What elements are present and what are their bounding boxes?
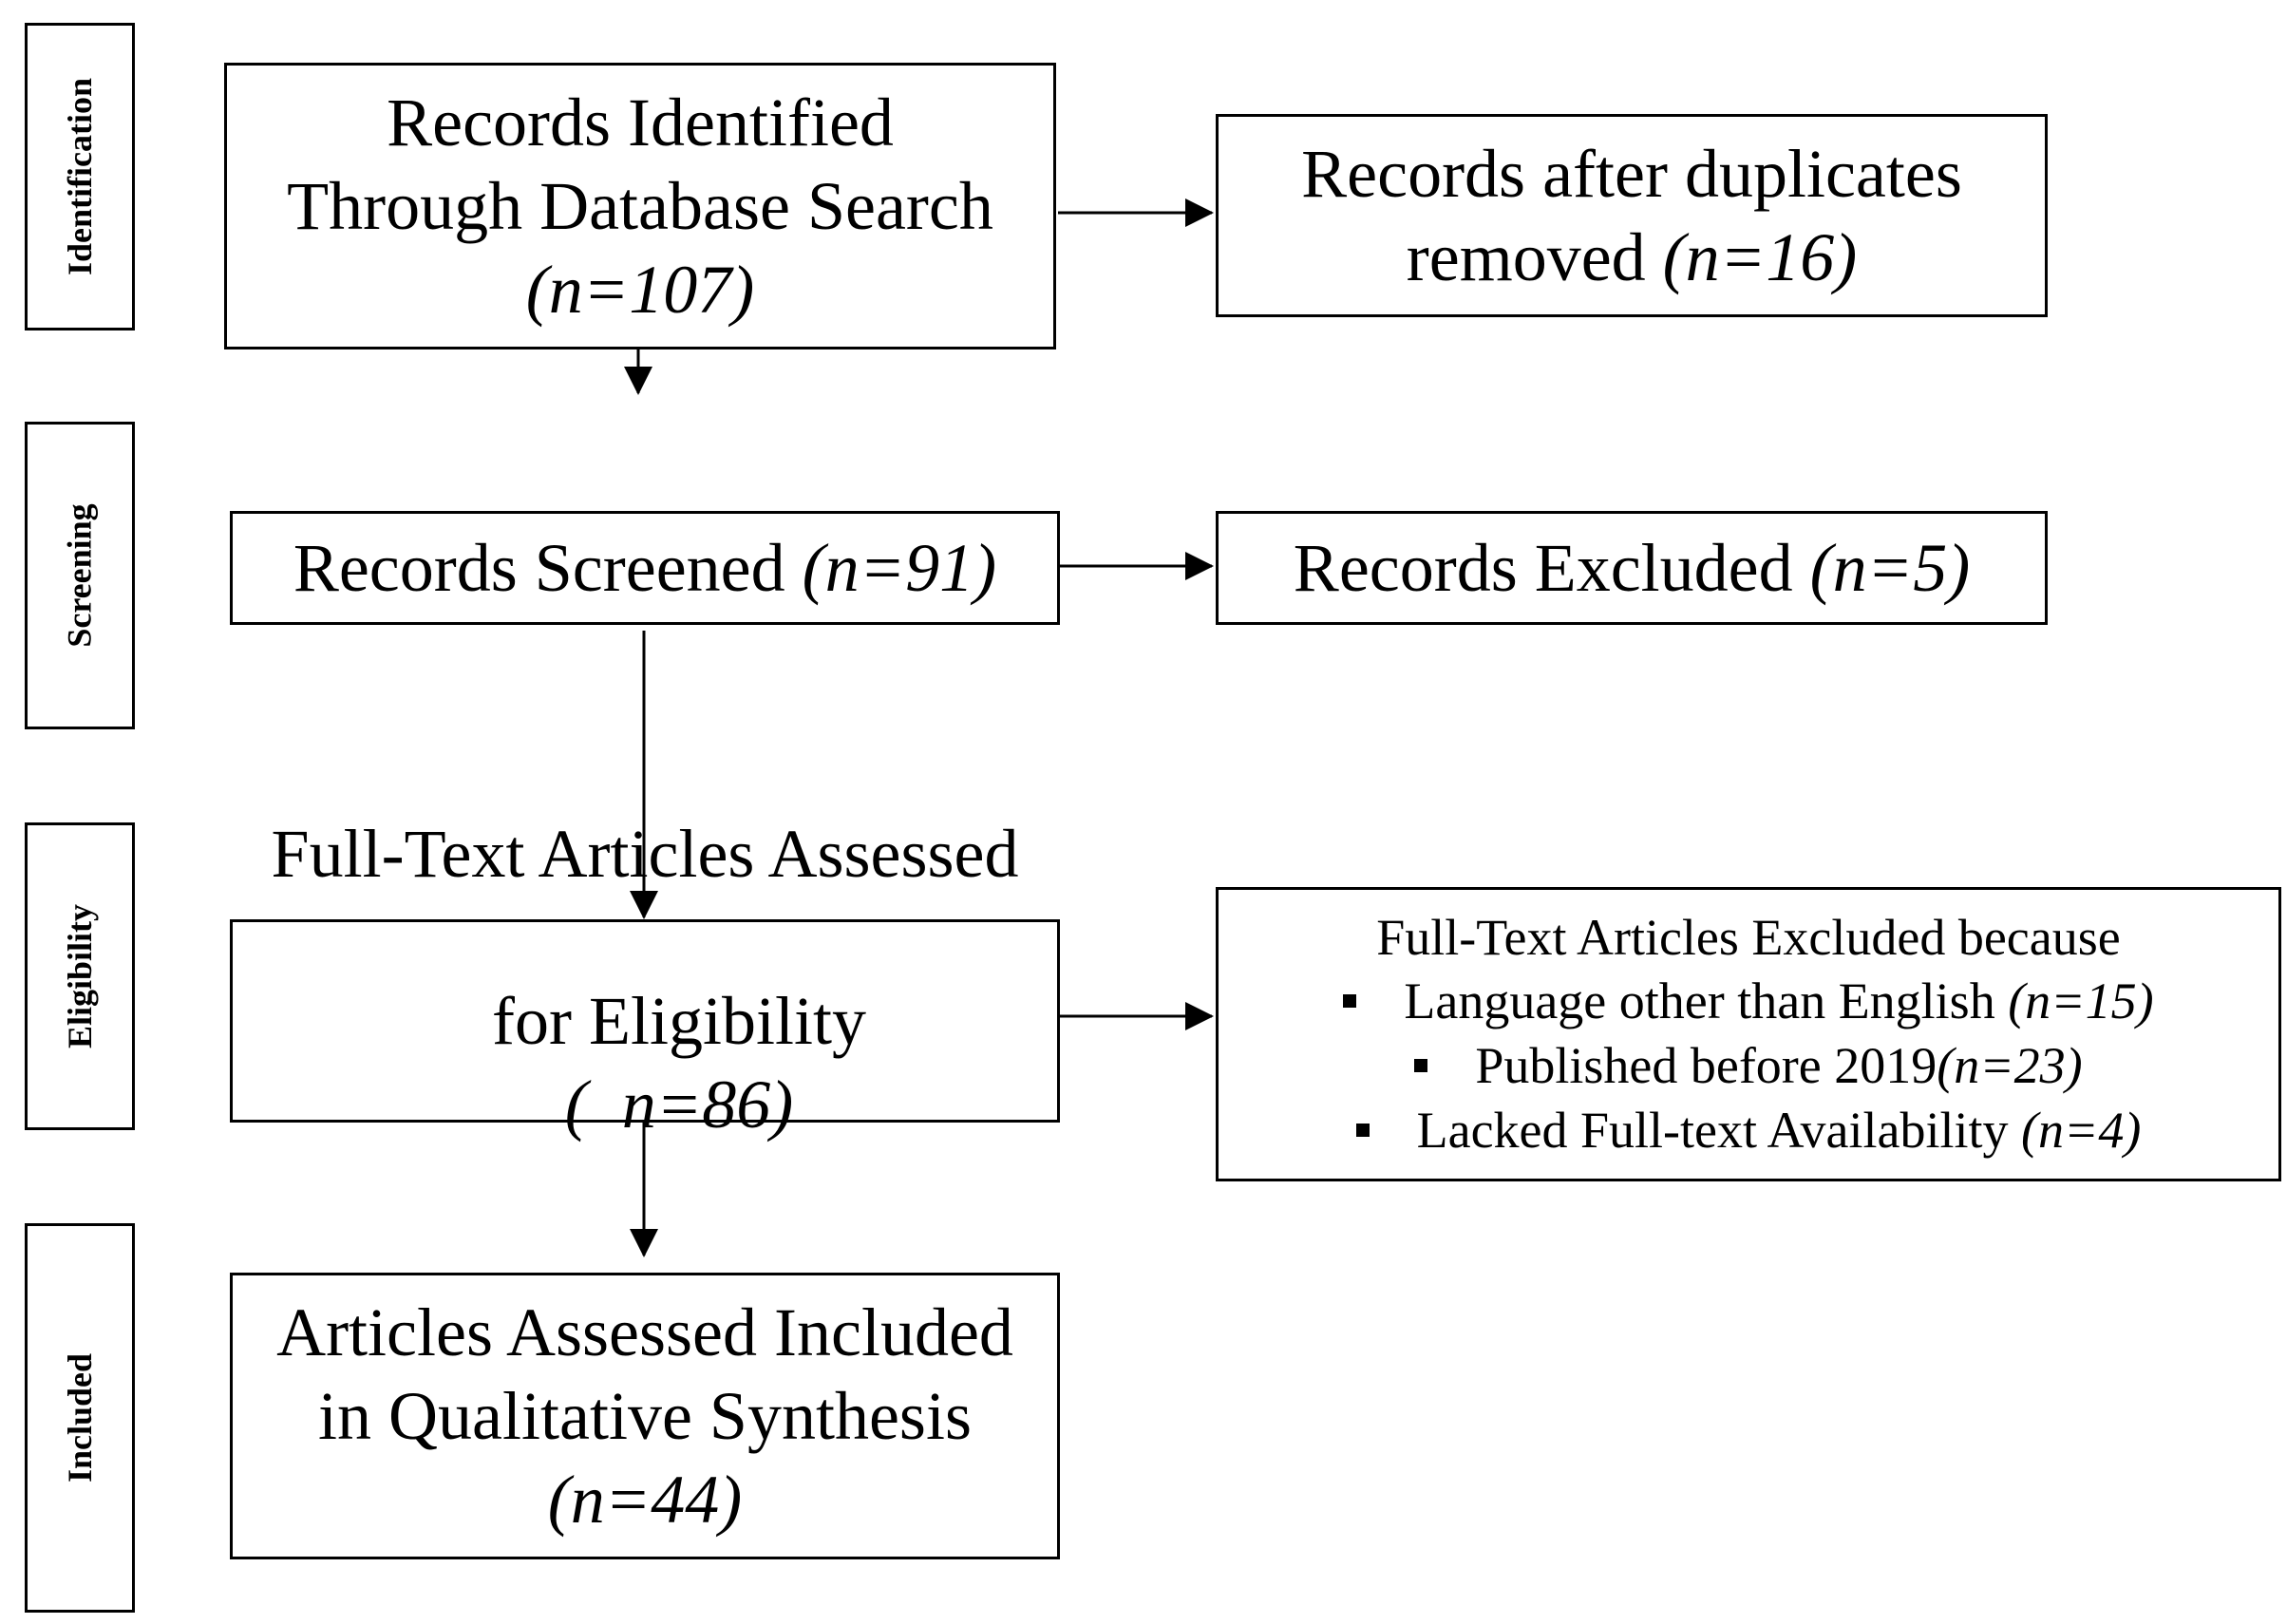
duplicates-removed-box: Records after duplicates removed (n=16)	[1216, 114, 2048, 317]
stage-label-text: Eligibility	[61, 903, 100, 1049]
box-line: Records after duplicates	[1301, 136, 1962, 212]
square-bullet-icon	[1355, 1124, 1370, 1137]
box-line: Articles Assessed Included	[276, 1294, 1013, 1370]
stage-label-included: Included	[25, 1223, 135, 1613]
box-line: for Eligibility	[492, 983, 866, 1059]
stage-label-eligibility: Eligibility	[25, 822, 135, 1130]
reason-text: Published before 2019	[1475, 1037, 1937, 1094]
square-bullet-icon	[1343, 994, 1357, 1008]
stage-label-identification: Identification	[25, 23, 135, 330]
box-line: removed	[1406, 219, 1646, 295]
box-count: (n=91)	[802, 530, 997, 606]
box-count: (n=5)	[1809, 530, 1971, 606]
square-bullet-icon	[1414, 1059, 1428, 1072]
included-box: Articles Assessed Included in Qualitativ…	[230, 1273, 1060, 1559]
box-line: Records Excluded	[1293, 530, 1793, 606]
reason-text: Lacked Full-text Availability	[1416, 1102, 2009, 1159]
excluded-reason: Published before 2019(n=23)	[1414, 1033, 2083, 1098]
stage-label-screening: Screening	[25, 422, 135, 729]
reason-count: (n=4)	[2020, 1102, 2142, 1159]
excluded-reason: Lacked Full-text Availability (n=4)	[1355, 1098, 2142, 1162]
excluded-title: Full-Text Articles Excluded because	[1376, 909, 2121, 966]
box-line-with-count: for Eligibility ( n=86)	[424, 896, 866, 1230]
reason-count: (n=23)	[1937, 1037, 2083, 1094]
reason-count: (n=15)	[2008, 973, 2154, 1029]
box-count: (n=44)	[547, 1462, 743, 1538]
excluded-reason: Language other than English (n=15)	[1343, 969, 2154, 1033]
box-line: Records Screened	[293, 530, 785, 606]
box-line-with-count: Records Excluded (n=5)	[1294, 526, 1970, 610]
fulltext-excluded-box: Full-Text Articles Excluded because Lang…	[1216, 887, 2281, 1181]
box-count: (n=16)	[1662, 219, 1858, 295]
fulltext-assessed-box: Full-Text Articles Assessed for Eligibil…	[230, 816, 1060, 1142]
box-line: Through Database Search	[287, 168, 993, 244]
box-line-with-count: Records Screened (n=91)	[293, 526, 996, 610]
stage-label-text: Included	[61, 1352, 99, 1483]
reason-text: Language other than English	[1404, 973, 1995, 1029]
box-line: Full-Text Articles Assessed	[271, 816, 1019, 892]
stage-label-text: Screening	[61, 503, 99, 648]
box-count: (n=107)	[525, 252, 755, 328]
box-line: Records Identified	[387, 85, 894, 161]
box-line: in Qualitative Synthesis	[318, 1378, 972, 1454]
box-line-with-count: removed (n=16)	[1407, 216, 1857, 299]
records-excluded-box: Records Excluded (n=5)	[1216, 511, 2048, 625]
box-count: ( n=86)	[564, 1067, 794, 1142]
records-screened-box: Records Screened (n=91)	[230, 511, 1060, 625]
records-identified-box: Records Identified Through Database Sear…	[224, 63, 1056, 349]
stage-label-text: Identification	[61, 77, 100, 276]
